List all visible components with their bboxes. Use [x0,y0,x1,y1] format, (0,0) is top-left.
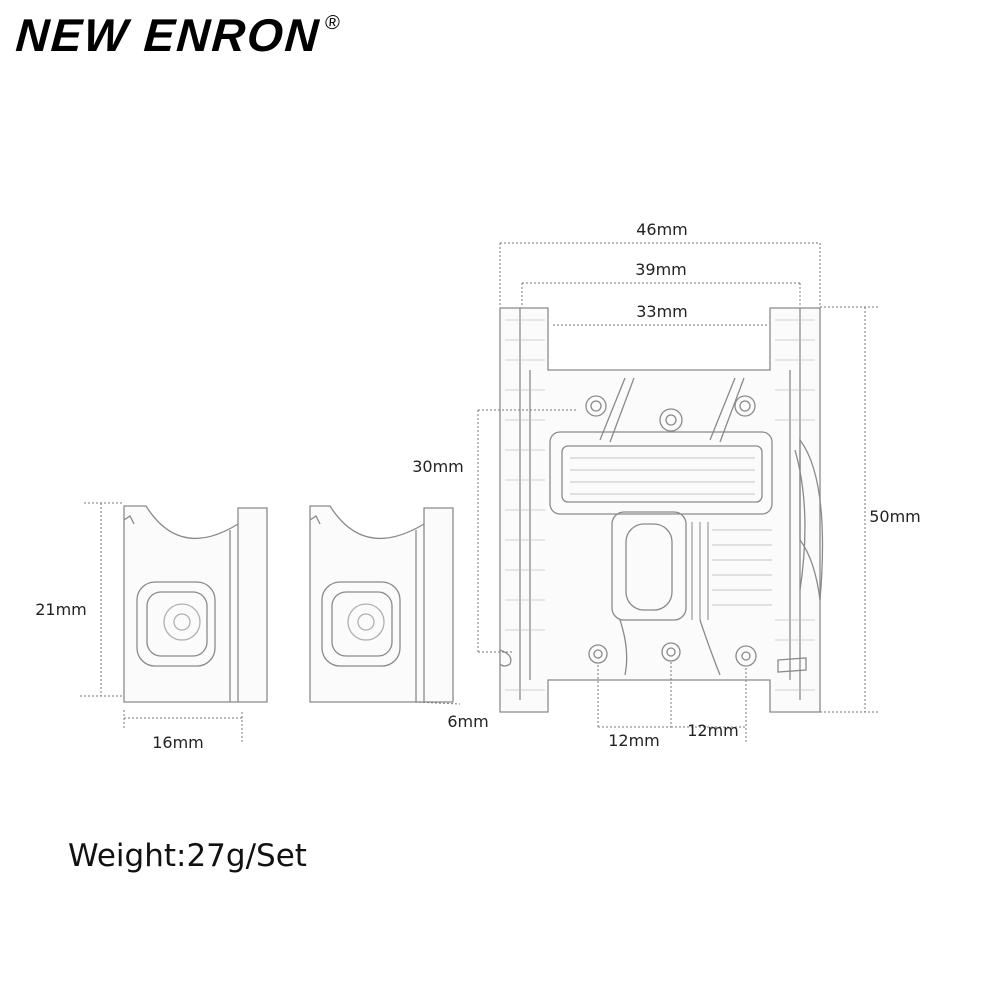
side-block-1-drawing [123,505,268,703]
dimension-labels: 46mm 39mm 33mm 30mm 50mm 21mm 16mm 6mm 1… [35,220,921,752]
dim-33-label: 33mm [636,302,688,321]
dim-39-label: 39mm [635,260,687,279]
dim-30-label: 30mm [412,457,464,476]
dim-21-label: 21mm [35,600,87,619]
dim-6-label: 6mm [447,712,488,731]
dimension-lines [80,242,878,742]
dim-12a-label: 12mm [608,731,660,750]
main-plate-drawing [499,307,824,713]
dim-50-label: 50mm [869,507,921,526]
dim-16-label: 16mm [152,733,204,752]
weight-label: Weight:27g/Set [68,838,307,874]
dim-46-label: 46mm [636,220,688,239]
side-block-2-drawing [309,505,454,703]
dim-12b-label: 12mm [687,721,739,740]
